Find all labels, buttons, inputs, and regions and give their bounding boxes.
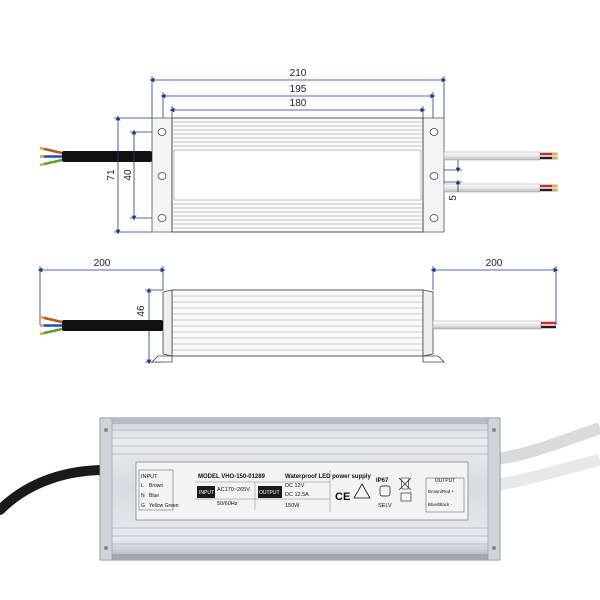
top-view-label-area — [173, 149, 422, 201]
photo-output-cable-upper — [489, 422, 600, 466]
label-input-frequency: 50/60Hz — [217, 501, 238, 507]
label-grid-lines — [195, 470, 331, 512]
label-input-block — [138, 469, 174, 511]
left-mount-hole-bottom — [157, 214, 167, 222]
right-mount-hole-bottom — [429, 214, 439, 222]
top-fins — [172, 121, 423, 229]
side-wire-tips — [39, 315, 45, 336]
product-label — [135, 461, 469, 521]
side-fins — [172, 295, 423, 351]
weee-bin-icon — [398, 477, 412, 491]
output-cable-upper-top — [443, 151, 541, 161]
photo-right-endcap — [487, 417, 501, 561]
photo-fins — [104, 429, 496, 545]
left-mount-hole-top — [157, 128, 167, 136]
right-mount-hole-middle — [429, 172, 439, 180]
label-output-title: OUTPUT — [435, 478, 456, 484]
input-cable-top — [62, 151, 152, 162]
left-mount-foot — [151, 355, 173, 363]
saa-triangle-icon — [353, 483, 371, 499]
dim-71-label: 71 — [106, 169, 117, 181]
label-output-tag: OUTPUT — [259, 490, 280, 496]
output-cable-lower-top — [443, 183, 541, 193]
dimension-width-lines — [114, 115, 462, 235]
label-output-row-2: Blue/Black - — [428, 502, 453, 507]
dimension-overall-length — [149, 76, 447, 118]
photo-screw-tl — [104, 428, 108, 432]
input-wire-tip-brown — [39, 146, 45, 151]
dim-output-cable-label: 200 — [486, 258, 503, 269]
label-output-block — [425, 477, 465, 513]
photo-screw-br — [492, 546, 496, 550]
label-output-voltage: DC 12V — [285, 483, 305, 489]
class-ii-icon — [379, 485, 391, 497]
label-model: MODEL VHO-150-01289 — [198, 474, 266, 480]
dim-5-label: 5 — [448, 195, 459, 201]
photo-left-endcap — [99, 417, 113, 561]
top-view: 210 195 180 — [39, 68, 558, 235]
photo-top-rim — [100, 418, 500, 424]
label-input-wire-color: Brown — [149, 483, 163, 489]
label-input-code: L — [141, 483, 144, 489]
left-end-cap-side — [162, 289, 173, 357]
ce-mark-icon: CE — [335, 491, 350, 503]
photo-input-cable — [0, 465, 110, 515]
label-input-wire-color: Yellow Green — [149, 503, 179, 509]
label-output-current: DC 12.5A — [285, 492, 309, 498]
side-view: 200 200 46 — [37, 258, 559, 365]
input-wire-tip-green — [39, 162, 45, 167]
output-cable-side — [432, 320, 542, 330]
label-input-code: N — [141, 493, 145, 499]
dim-180-label: 180 — [290, 98, 307, 109]
side-view-housing — [171, 289, 424, 357]
label-input-code: G — [141, 503, 145, 509]
label-input-tag: INPUT — [199, 490, 214, 496]
dim-input-cable-label: 200 — [94, 258, 111, 269]
output-wire-tips — [552, 152, 558, 192]
label-output-row-1: Brown/Red + — [428, 489, 455, 494]
ip-rating: IP67 — [376, 478, 389, 484]
photo-screw-bl — [104, 546, 108, 550]
dimension-cable-lines — [37, 266, 559, 365]
right-end-cap-side — [422, 289, 434, 357]
input-cable-side — [62, 320, 163, 331]
label-output-power: 150W — [285, 503, 300, 509]
photo-bottom-rim — [100, 554, 500, 560]
label-product-name: Waterproof LED power supply — [285, 474, 371, 480]
label-input-tag-bg — [197, 486, 215, 498]
label-input-wire-color: Blue — [149, 493, 159, 499]
photo-output-cable-lower — [489, 454, 600, 492]
label-input-voltage: AC170~265V — [217, 487, 250, 493]
photo-output-cable-upper-edge — [489, 422, 600, 466]
label-input-title: INPUT — [141, 474, 158, 480]
selv-mark: SELV — [378, 503, 392, 509]
dim-195-label: 195 — [290, 84, 307, 95]
photo-screw-tr — [492, 428, 496, 432]
dim-210-label: 210 — [290, 68, 307, 79]
indoor-use-icon — [400, 492, 412, 502]
dim-40-label: 40 — [123, 169, 134, 181]
right-mount-hole-top — [429, 128, 439, 136]
dim-46-label: 46 — [136, 305, 147, 317]
left-mount-hole-middle — [157, 172, 167, 180]
label-output-tag-bg — [258, 486, 282, 498]
right-mount-foot — [422, 355, 445, 363]
